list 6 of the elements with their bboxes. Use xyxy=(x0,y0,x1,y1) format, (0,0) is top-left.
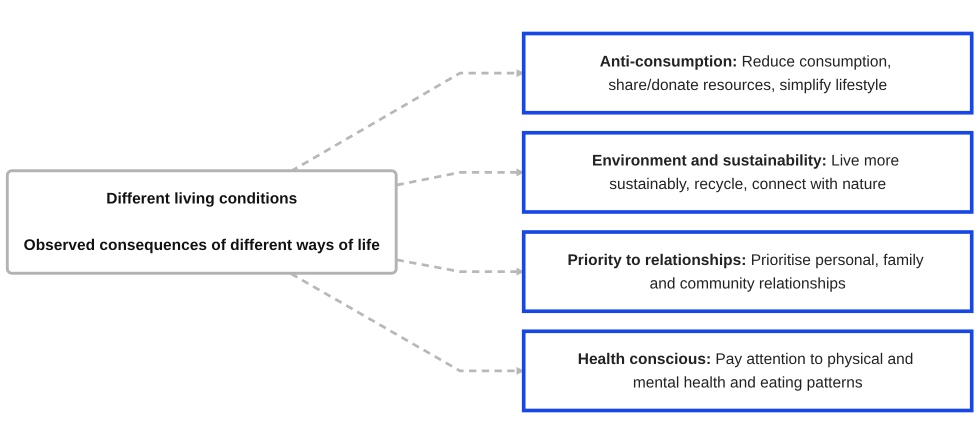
arrow xyxy=(396,168,524,186)
node-box: Health conscious: Pay attention to physical and mental health and eating patterns xyxy=(522,329,974,412)
node-box: Anti-consumption: Reduce consumption, share/donate resources, simplify lifestyle xyxy=(522,32,974,115)
node-box: Priority to relationships: Prioritise personal, family and community relationships xyxy=(522,230,974,314)
arrow xyxy=(396,258,524,276)
node-box: Environment and sustainability: Live more sustainably, recycle, connect with nature xyxy=(522,130,974,214)
